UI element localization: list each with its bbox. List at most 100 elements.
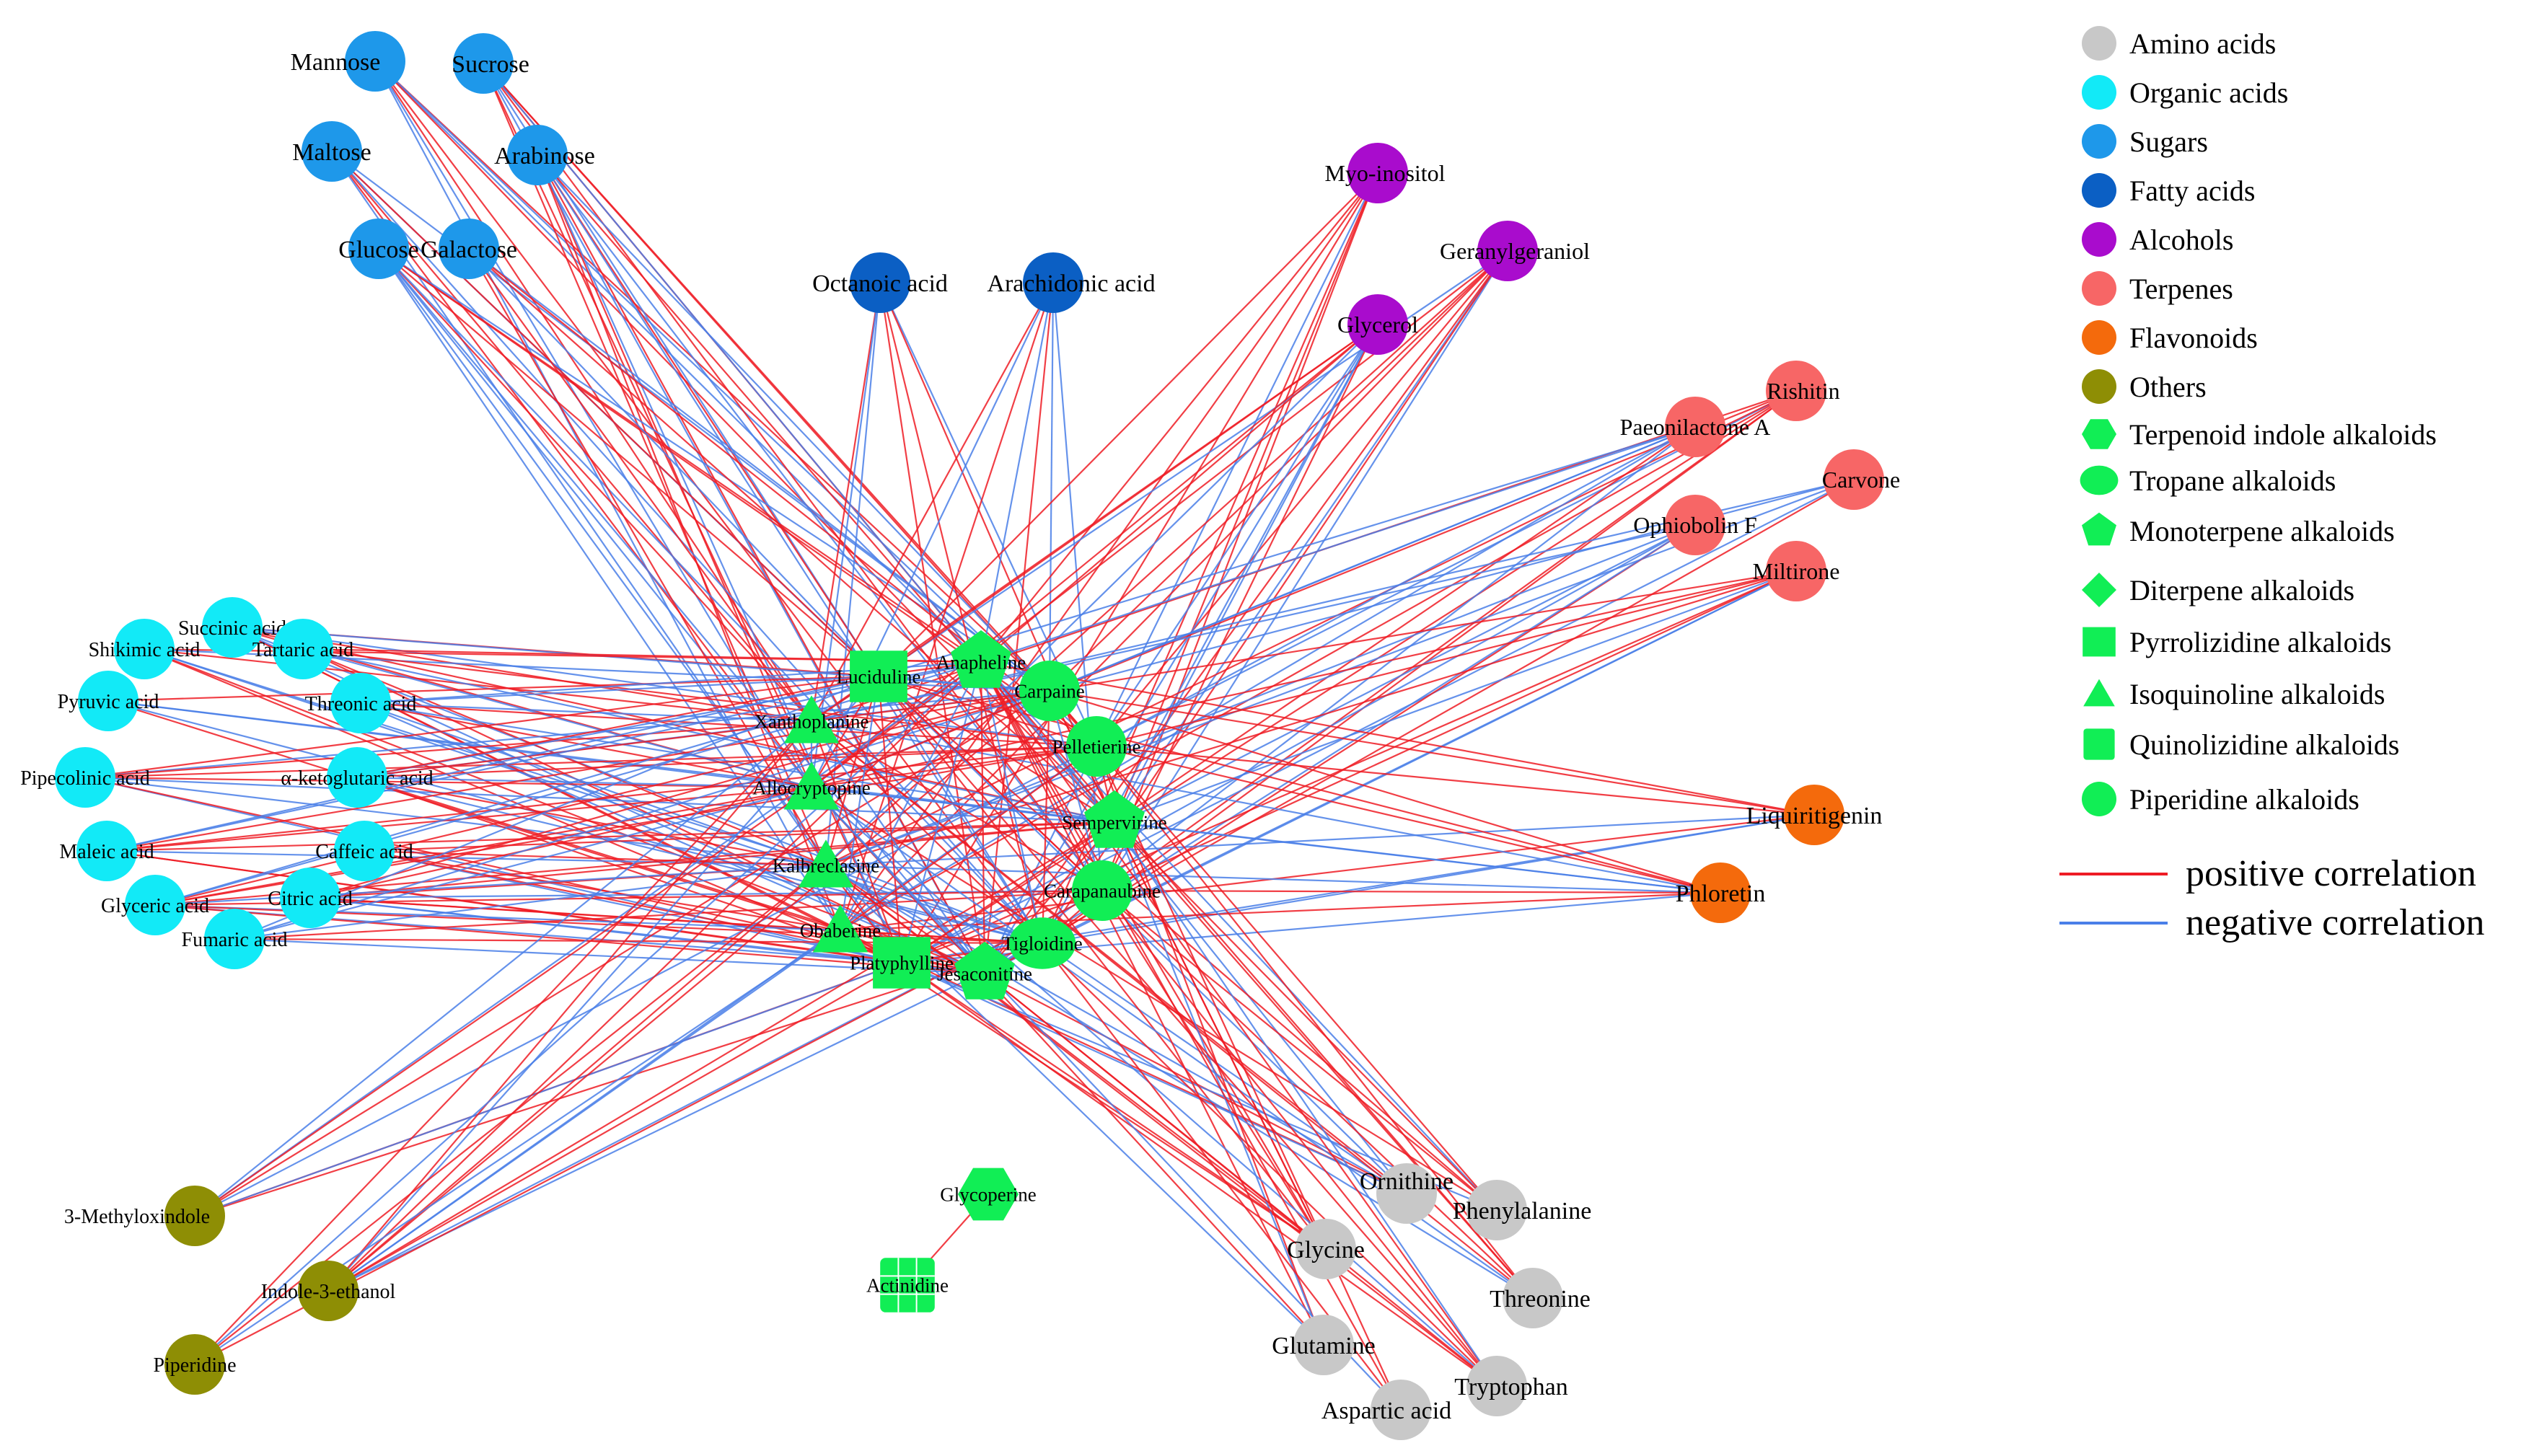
node-ornithine[interactable]: Ornithine (1360, 1163, 1453, 1224)
correlation-edge-glucose-obaberine (378, 248, 841, 931)
node-carvone[interactable]: Carvone (1822, 449, 1900, 510)
legend-label: Amino acids (2129, 27, 2276, 60)
node-3-methyloxindole[interactable]: 3-Methyloxindole (64, 1186, 225, 1246)
legend-label: Others (2129, 371, 2207, 403)
node-label-actinidine: Actinidine (866, 1274, 949, 1296)
node-label-allocryptopine: Allocryptopine (752, 777, 870, 798)
circle-node-shape (1690, 862, 1751, 923)
correlation-edge-ketoglutaric-acid-luciduline (356, 675, 879, 779)
node-label-indole-3-ethanol: Indole-3-ethanol (261, 1281, 396, 1303)
correlation-edge-3-methyloxindole-xanthoplanine (194, 720, 812, 1217)
legend-item-fatty-acids: Fatty acids (2082, 173, 2255, 208)
node-piperidine[interactable]: Piperidine (153, 1334, 237, 1395)
node-carapanaubine[interactable]: Carapanaubine (1044, 860, 1161, 921)
node-sucrose[interactable]: Sucrose (452, 33, 529, 94)
node-threonic-acid[interactable]: Threonic acid (305, 673, 417, 733)
correlation-edge-miltirone-sempervirine (1114, 570, 1797, 824)
circle-node-shape (125, 875, 185, 935)
node-tartaric-acid[interactable]: Tartaric acid (252, 619, 353, 679)
node-maleic-acid[interactable]: Maleic acid (59, 821, 154, 881)
node-indole-3-ethanol[interactable]: Indole-3-ethanol (261, 1261, 396, 1321)
correlation-edge-galactose-luciduline (468, 248, 879, 677)
node-mannose[interactable]: Mannose (291, 31, 405, 92)
node-galactose[interactable]: Galactose (421, 219, 517, 279)
node-fumaric-acid[interactable]: Fumaric acid (182, 909, 288, 969)
legend-roundsquare-marker (2083, 728, 2115, 760)
legend-item-piperidine-alkaloids: Piperidine alkaloids (2082, 782, 2360, 816)
correlation-edge-galactose-kalbreclasine (468, 248, 827, 866)
correlation-edge-miltirone-kalbreclasine (825, 570, 1797, 867)
legend-label: Terpenes (2129, 273, 2233, 305)
node-label-threonine: Threonine (1490, 1286, 1591, 1312)
node-sempervirine[interactable]: Sempervirine (1062, 790, 1167, 848)
circle-node-shape (1371, 1380, 1431, 1440)
node-myo-inositol[interactable]: Myo-inositol (1324, 143, 1446, 203)
node-threonine[interactable]: Threonine (1490, 1268, 1591, 1328)
node-obaberine[interactable]: Obaberine (800, 904, 881, 953)
correlation-edge-tryptophan-jesaconitine (984, 973, 1498, 1387)
node-glutamine[interactable]: Glutamine (1272, 1315, 1376, 1375)
node-xanthoplanine[interactable]: Xanthoplanine (755, 695, 869, 744)
node-label-rishitin: Rishitin (1767, 378, 1839, 404)
node-pipecolinic-acid[interactable]: Pipecolinic acid (20, 747, 150, 808)
legend-item-tropane-alkaloids: Tropane alkaloids (2080, 464, 2336, 497)
node-label-phloretin: Phloretin (1676, 881, 1766, 907)
node-glyceric-acid[interactable]: Glyceric acid (101, 875, 209, 935)
legend-hexagon-marker (2082, 419, 2116, 449)
correlation-edge-pipecolinic-acid-carpaine (84, 689, 1050, 779)
node-platyphylline[interactable]: Platyphylline (850, 937, 954, 989)
node-paeonilactone-a[interactable]: Paeonilactone A (1620, 397, 1771, 457)
node-octanoic-acid[interactable]: Octanoic acid (812, 252, 948, 313)
correlation-edge-arabinose-platyphylline (536, 154, 903, 963)
node-pelletierine[interactable]: Pelletierine (1052, 716, 1141, 777)
node-phenylalanine[interactable]: Phenylalanine (1453, 1180, 1592, 1240)
node-arabinose[interactable]: Arabinose (494, 125, 595, 185)
node-luciduline[interactable]: Luciduline (837, 650, 921, 702)
node-anapheline[interactable]: Anapheline (936, 630, 1026, 688)
circle-node-shape (1784, 785, 1844, 845)
node-kalbreclasine[interactable]: Kalbreclasine (773, 839, 879, 888)
node-phloretin[interactable]: Phloretin (1676, 862, 1766, 923)
node-rishitin[interactable]: Rishitin (1766, 361, 1840, 421)
node-glycerol[interactable]: Glycerol (1337, 294, 1418, 355)
correlation-edge-pipecolinic-acid-pelletierine (84, 745, 1097, 779)
node-jesaconitine[interactable]: Jesaconitine (937, 941, 1032, 1000)
node-glycoperine[interactable]: Glycoperine (940, 1168, 1037, 1221)
circle-node-shape (1296, 1219, 1356, 1279)
correlation-edge-glutamine-allocryptopine (811, 787, 1324, 1346)
correlation-edge-glycerol-anapheline (980, 324, 1378, 663)
legend-item-terpenes: Terpenes (2082, 271, 2233, 306)
node-glucose[interactable]: Glucose (338, 219, 419, 279)
node-liquiritigenin[interactable]: Liquiritigenin (1746, 785, 1883, 845)
node-caffeic-acid[interactable]: Caffeic acid (315, 821, 413, 881)
node-glycine[interactable]: Glycine (1287, 1219, 1365, 1279)
node-carpaine[interactable]: Carpaine (1014, 661, 1085, 721)
circle-node-shape (1766, 541, 1826, 601)
circle-node-shape (334, 821, 395, 881)
correlation-edge-3-methyloxindole-platyphylline (194, 961, 902, 1217)
correlation-edge-succinic-acid-carpaine (232, 626, 1050, 692)
node-pyruvic-acid[interactable]: Pyruvic acid (58, 671, 159, 731)
correlation-edge-paeonilactone-a-luciduline (878, 425, 1696, 678)
node-shikimic-acid[interactable]: Shikimic acid (89, 619, 201, 679)
node-tryptophan[interactable]: Tryptophan (1454, 1356, 1568, 1416)
node-geranylgeraniol[interactable]: Geranylgeraniol (1440, 221, 1590, 281)
node-succinic-acid[interactable]: Succinic acid (178, 597, 286, 658)
node-ophiobolin-f[interactable]: Ophiobolin F (1633, 495, 1757, 555)
correlation-edge-carvone-platyphylline (901, 479, 1855, 963)
correlation-edge-maleic-acid-carpaine (106, 689, 1050, 852)
node-miltirone[interactable]: Miltirone (1753, 541, 1840, 601)
correlation-edge-tryptophan-kalbreclasine (825, 865, 1498, 1387)
node-arachidonic-acid[interactable]: Arachidonic acid (987, 252, 1156, 313)
legend-label: Tropane alkaloids (2129, 464, 2336, 497)
node-allocryptopine[interactable]: Allocryptopine (752, 762, 871, 810)
node-citric-acid[interactable]: Citric acid (268, 868, 353, 928)
node-actinidine[interactable]: Actinidine (866, 1258, 949, 1312)
node-maltose[interactable]: Maltose (292, 121, 371, 182)
node-tigloidine[interactable]: Tigloidine (1002, 917, 1083, 969)
node-label-xanthoplanine: Xanthoplanine (755, 710, 869, 732)
node-ketoglutaric-acid[interactable]: α-ketoglutaric acid (281, 747, 434, 808)
node-aspartic-acid[interactable]: Aspartic acid (1321, 1380, 1451, 1440)
legend-label: Diterpene alkaloids (2129, 574, 2354, 606)
correlation-edge-myo-inositol-platyphylline (901, 172, 1378, 963)
